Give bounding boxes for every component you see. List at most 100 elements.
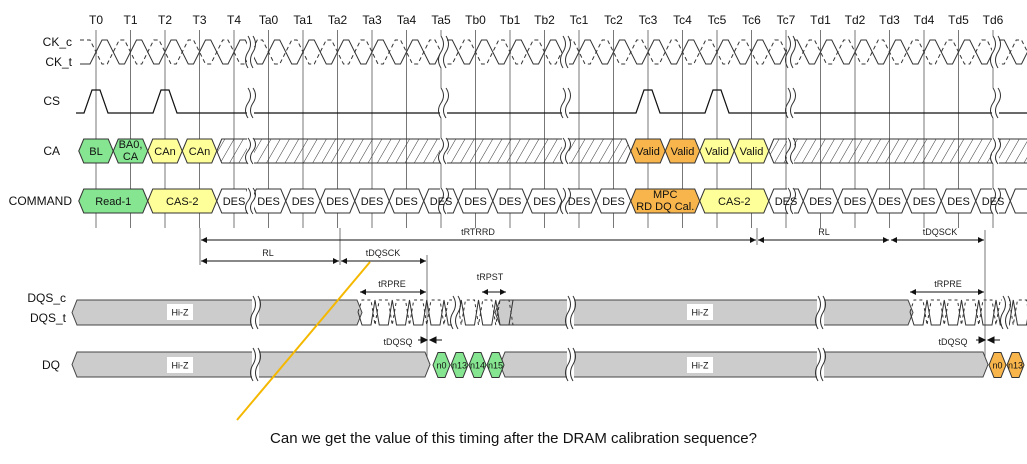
tick-label-tb1: Tb1 [500,13,521,27]
break-mark-icon [1000,295,1011,330]
break-mark-gap [440,138,447,164]
trpst-arrow-heads [482,289,506,295]
dq-hi-z-band [499,351,989,378]
ca-cell-label: CAn [154,146,175,158]
break-mark-gap [992,138,999,164]
break-mark-icon [250,347,261,382]
tick-label-td2: Td2 [845,13,866,27]
break-mark-icon [785,187,796,215]
command-des-label: DES [602,196,625,208]
command-des-label: DES [430,196,453,208]
tdqsq-arrow-2 [976,336,1000,344]
tick-label-tc4: Tc4 [673,13,692,27]
break-mark-gap [562,138,569,164]
tick-label-ta4: Ta4 [397,13,417,27]
break-mark-icon [438,35,449,69]
dqs-toggle-t [357,299,514,326]
ca-cell-label: Valid [740,146,764,158]
tick-label-td3: Td3 [879,13,900,27]
dq-data-label: n0 [436,360,446,370]
timing-diagram: CK_c CK_t CS CA COMMAND DQS_c DQS_t DQ T… [9,13,1027,421]
break-mark-gap [440,36,447,68]
tick-label-td1: Td1 [810,13,831,27]
break-mark-gap [247,188,254,214]
break-mark-icon [560,187,571,215]
ca-cell-label: BA0, [119,139,143,151]
break-mark-icon [565,295,576,330]
command-des-label: DES [913,196,936,208]
break-mark-gap [247,138,254,164]
dq-data-label: n14 [470,360,485,370]
ck-t-waveform [80,39,1027,65]
signal-label-dqs-t: DQS_t [30,311,67,325]
break-mark-gap [247,36,254,68]
tick-label-tc7: Tc7 [777,13,796,27]
break-mark-icon [990,187,1001,215]
timing-label-trtrrd: tRTRRD [461,227,495,237]
break-mark-gap [562,88,569,118]
question-text: Can we get the value of this timing afte… [270,430,757,447]
hi-z-tag [167,304,193,320]
tick-label-ta0: Ta0 [259,13,279,27]
break-mark-gap [787,36,794,68]
command-des-label: DES [982,196,1005,208]
timing-label-rl: RL [262,248,274,258]
break-mark-icon [438,137,449,165]
signal-label-command: COMMAND [9,194,73,208]
command-des-label: DES [326,196,349,208]
dq-data-cell [1006,352,1025,378]
signal-label-ca: CA [43,144,60,158]
signal-label-dqs-c: DQS_c [27,291,66,305]
command-des-label: DES [257,196,280,208]
dq-data-label: n0 [992,360,1002,370]
break-mark-gap [252,296,259,329]
command-des-label: DES [292,196,315,208]
tick-label-ta2: Ta2 [328,13,348,27]
command-des-label: DES [568,196,591,208]
hi-z-tag [687,304,713,320]
command-cell-label: MPC [653,189,678,201]
hi-z-label: Hi-Z [692,360,709,370]
ca-cell-label: Valid [636,146,660,158]
break-mark-gap [992,88,999,118]
command-des-label: DES [809,196,832,208]
command-des-label: DES [878,196,901,208]
ca-cell [181,138,218,164]
hi-z-label: Hi-Z [172,360,189,370]
tick-label-tc6: Tc6 [742,13,761,27]
tick-label-ta3: Ta3 [362,13,382,27]
break-mark-gap [247,88,254,118]
dqs-toggle-c [357,299,514,326]
ca-dont-care-region [768,138,1027,164]
annotation-pointer-line [236,261,371,421]
tick-label-tc2: Tc2 [604,13,623,27]
break-mark-gap [252,348,259,381]
break-mark-icon [438,87,449,119]
command-des-label: DES [844,196,867,208]
break-mark-gap [440,88,447,118]
break-mark-gap [562,188,569,214]
signal-label-ck-c: CK_c [43,35,72,49]
dqs-toggle-2-c [909,299,1027,326]
ca-cell-label: Valid [705,146,729,158]
break-mark-icon [565,347,576,382]
timing-label-tdqsq: tDQSQ [383,337,412,347]
command-cell-label: CAS-2 [718,196,750,208]
tick-label-t2: T2 [158,13,172,27]
signal-label-cs: CS [43,94,60,108]
break-mark-gap [567,348,574,381]
break-mark-icon [245,187,256,215]
tdqsq-arrow [418,336,442,344]
break-mark-icon [438,187,449,215]
command-des-label: DES [499,196,522,208]
command-cell-label-line2: RD DQ Cal. [636,201,694,213]
break-mark-gap [992,36,999,68]
break-mark-icon [990,137,1001,165]
command-cell-label: Read-1 [95,196,131,208]
ca-cell-label: CAn [189,146,210,158]
command-des-label: DES [947,196,970,208]
dqs-hi-z-band [71,299,363,326]
dq-data-label: n13 [452,360,467,370]
dq-data-label: n15 [488,360,503,370]
break-mark-gap [817,348,824,381]
